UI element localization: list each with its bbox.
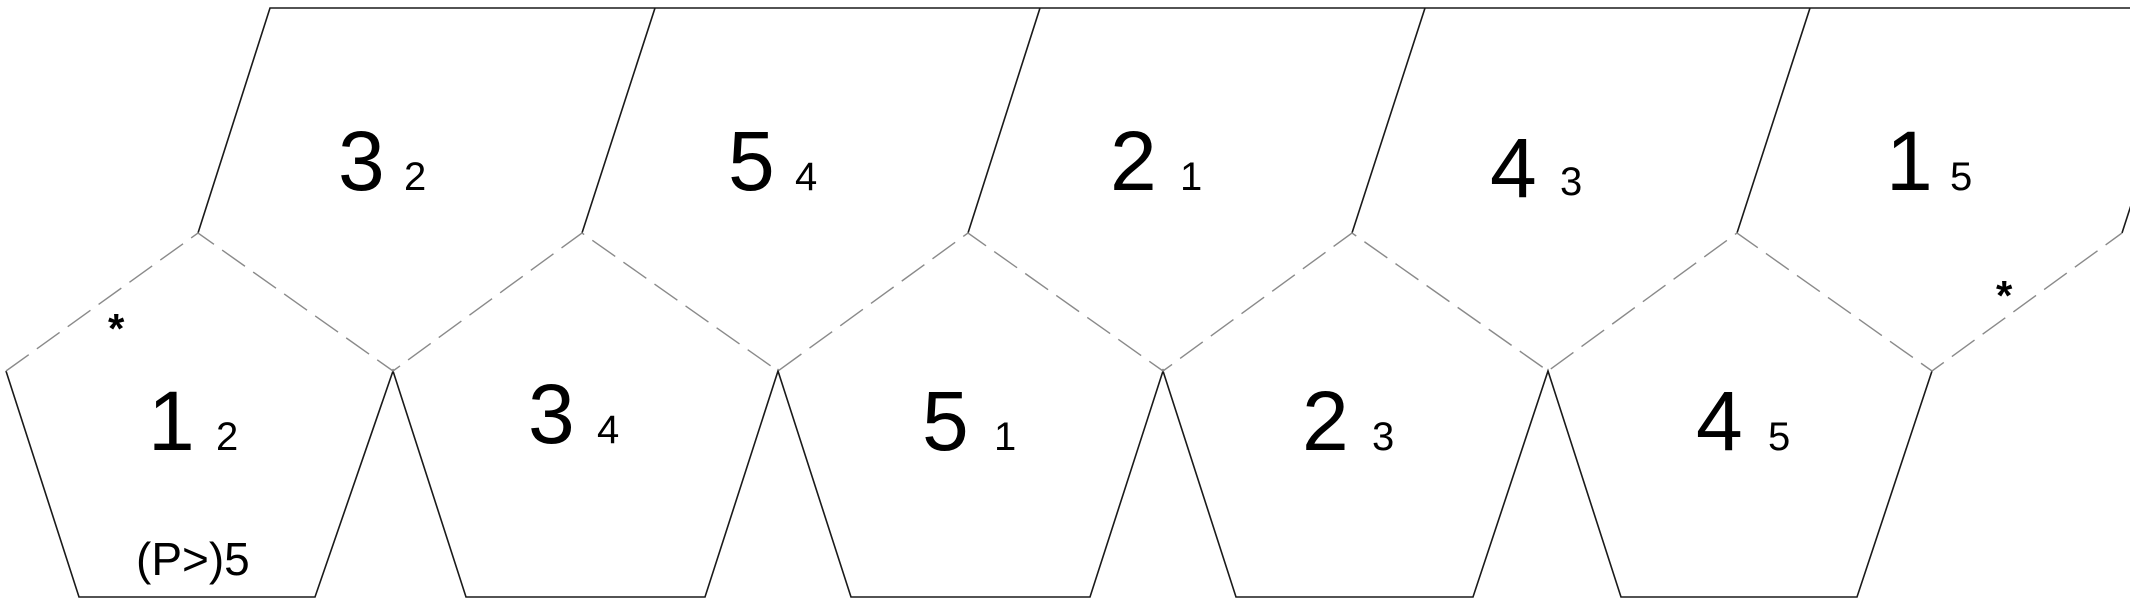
bottom-face-5-number: 4 — [1696, 374, 1743, 468]
fold-lines — [5, 232, 2123, 372]
bottom-face-1-subscript: 2 — [216, 415, 238, 459]
bottom-face-4-subscript: 3 — [1372, 415, 1394, 459]
bottom-face-2-subscript: 4 — [597, 408, 619, 452]
bottom-face-3-number: 5 — [922, 374, 969, 468]
star-mark-bottom-left: * — [108, 305, 125, 352]
bottom-face-1: 1 2 — [148, 374, 238, 468]
top-face-5: 1 5 — [1886, 114, 1972, 208]
top-face-1: 3 2 — [338, 114, 426, 208]
top-face-1-subscript: 2 — [404, 155, 426, 199]
top-face-2-subscript: 4 — [795, 155, 817, 199]
top-face-2: 5 4 — [728, 114, 817, 208]
bottom-face-3: 5 1 — [922, 374, 1016, 468]
net-outline-bottom — [5, 368, 1933, 598]
top-face-3-number: 2 — [1110, 114, 1157, 208]
top-face-4-number: 4 — [1490, 121, 1537, 215]
bottom-face-4: 2 3 — [1302, 374, 1394, 468]
bottom-face-3-subscript: 1 — [994, 415, 1016, 459]
net-outline-top — [197, 7, 2130, 234]
bottom-face-2: 3 4 — [528, 367, 619, 461]
top-face-5-number: 1 — [1886, 114, 1933, 208]
top-face-4: 4 3 — [1490, 121, 1582, 215]
bottom-face-5: 4 5 — [1696, 374, 1790, 468]
top-face-3: 2 1 — [1110, 114, 1202, 208]
top-face-2-number: 5 — [728, 114, 775, 208]
top-face-3-subscript: 1 — [1180, 155, 1202, 199]
top-face-4-subscript: 3 — [1560, 160, 1582, 204]
star-mark-top-right: * — [1996, 272, 2013, 319]
bottom-face-1-number: 1 — [148, 374, 195, 468]
bottom-face-5-subscript: 5 — [1768, 415, 1790, 459]
bottom-face-2-number: 3 — [528, 367, 575, 461]
top-face-5-subscript: 5 — [1950, 155, 1972, 199]
top-face-1-number: 3 — [338, 114, 385, 208]
face-note: (P>)5 — [136, 533, 250, 585]
bottom-face-4-number: 2 — [1302, 374, 1349, 468]
